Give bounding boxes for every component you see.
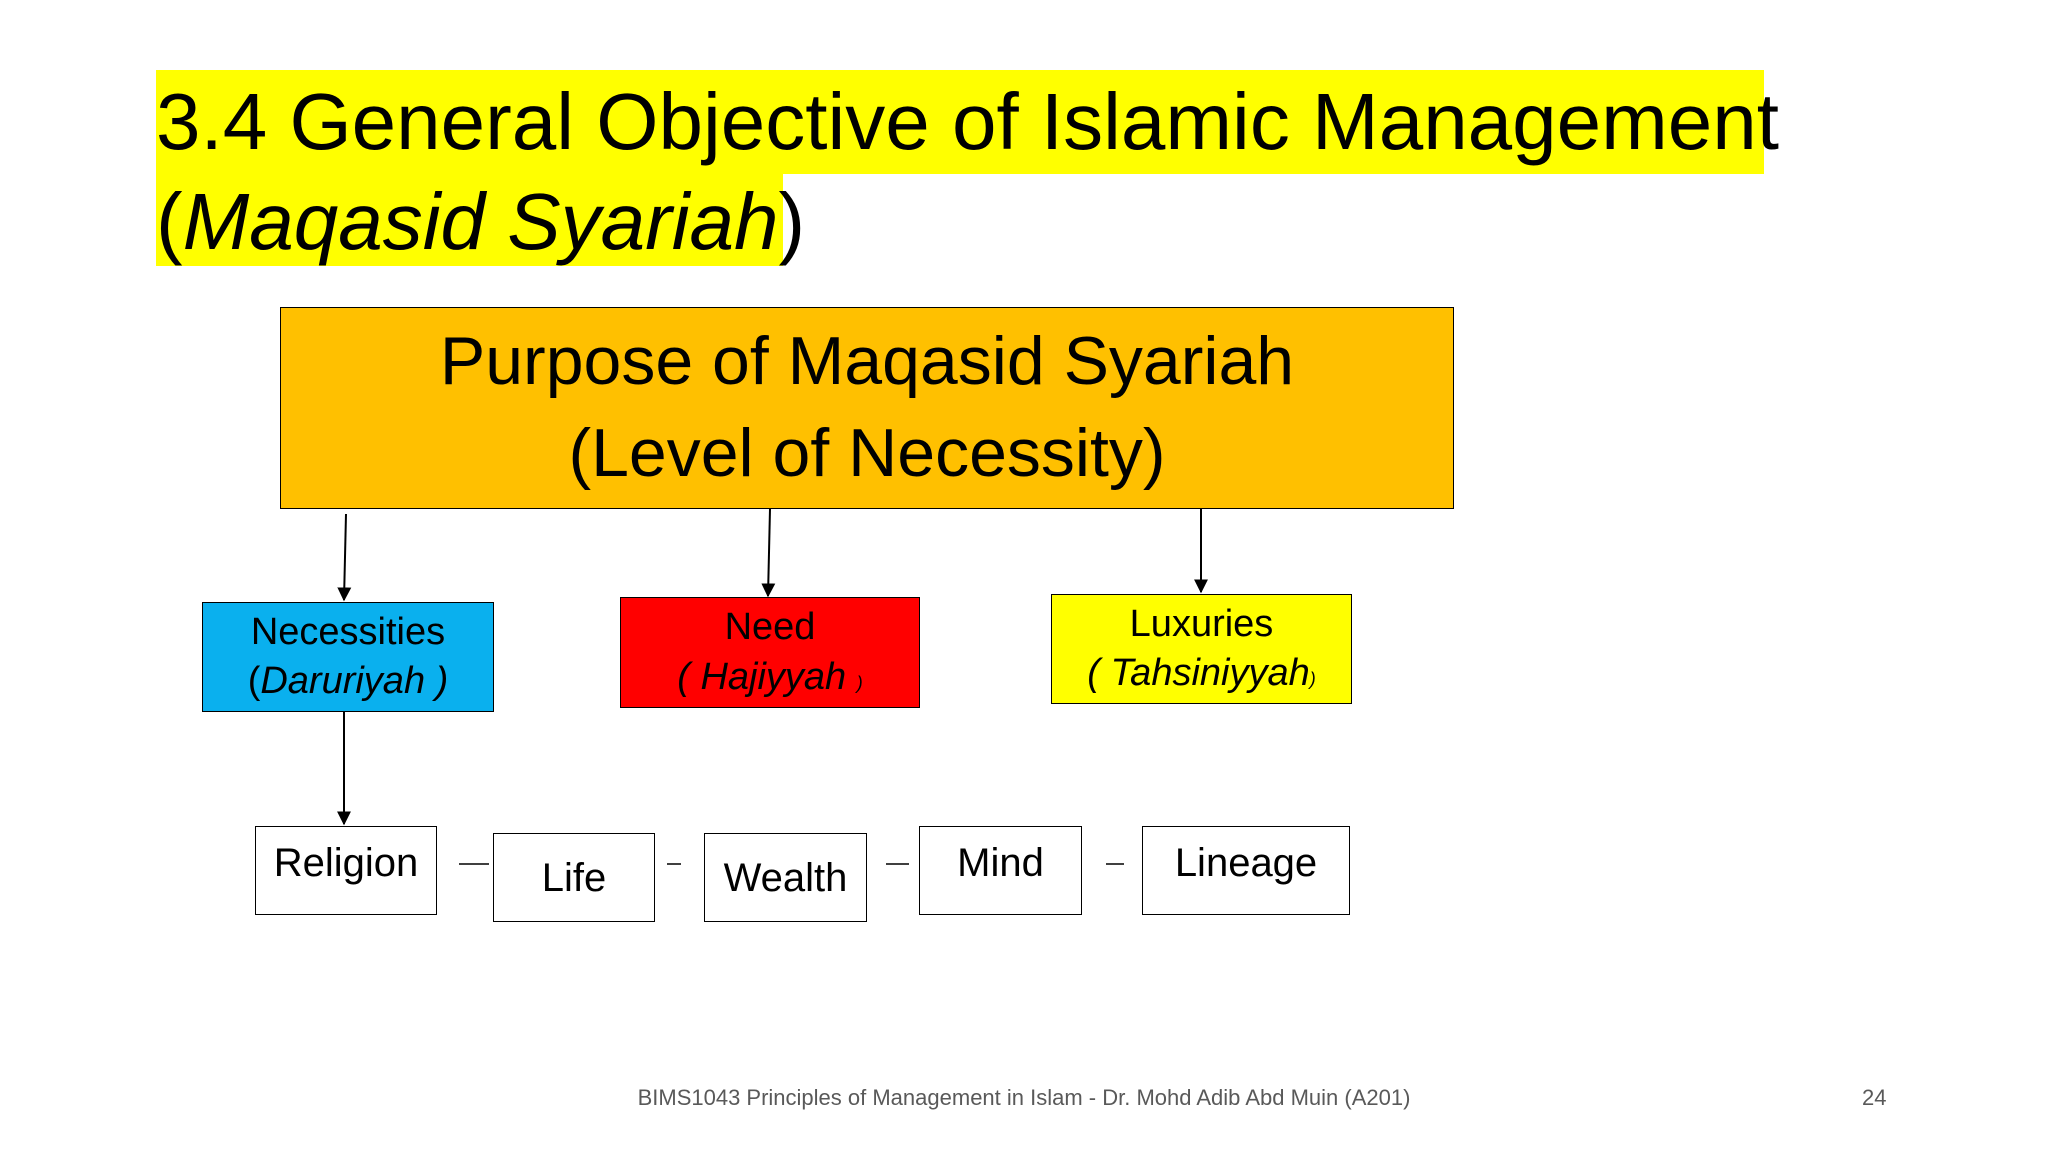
slide-number: 24 (1862, 1085, 1887, 1110)
necessities-label: Necessities (250, 610, 446, 653)
luxuries-subtitle: ( Tahsiniyyah) (1087, 649, 1316, 698)
need-paren-close: ) (856, 672, 863, 693)
need-box: Need ( Hajiyyah ) (620, 597, 920, 708)
purpose-box: Purpose of Maqasid Syariah (Level of Nec… (280, 307, 1454, 509)
luxuries-paren-close: ) (1309, 669, 1316, 689)
necessities-paren: ( (247, 660, 261, 702)
arrow-to-necessities (337, 513, 352, 602)
need-subtitle: ( Hajiyyah ) (677, 653, 863, 702)
title-paren-close: ) (778, 177, 806, 266)
item-life: Life (493, 833, 655, 922)
necessities-daruriyah: Daruriyah ) (260, 660, 449, 702)
luxuries-box: Luxuries ( Tahsiniyyah) (1051, 594, 1352, 704)
purpose-title: Purpose of Maqasid Syariah (439, 323, 1295, 400)
arrow-to-need (761, 508, 776, 598)
title-maqasid-syariah: Maqasid Syariah (182, 177, 779, 266)
purpose-subtitle: (Level of Necessity) (568, 415, 1166, 491)
item-religion: Religion (255, 826, 437, 915)
slide-title-line-1: 3.4 General Objective of Islamic Managem… (156, 70, 1779, 174)
luxuries-tahsiniyyah: ( Tahsiniyyah (1087, 652, 1310, 694)
necessities-subtitle: (Daruriyah ) (248, 657, 449, 706)
necessities-box: Necessities (Daruriyah ) (202, 602, 494, 712)
item-wealth: Wealth (704, 833, 867, 922)
slide-title-line-2: (Maqasid Syariah) (156, 174, 805, 266)
need-label: Need (724, 606, 816, 649)
need-hajiyyah: ( Hajiyyah (677, 655, 857, 698)
slide-footer: BIMS1043 Principles of Management in Isl… (637, 1085, 1411, 1110)
slide-title-text: 3.4 General Objective of Islamic Managem… (156, 77, 1780, 166)
item-mind: Mind (919, 826, 1082, 915)
item-lineage: Lineage (1142, 826, 1350, 915)
luxuries-label: Luxuries (1129, 602, 1274, 645)
title-paren-open: ( (156, 177, 183, 266)
